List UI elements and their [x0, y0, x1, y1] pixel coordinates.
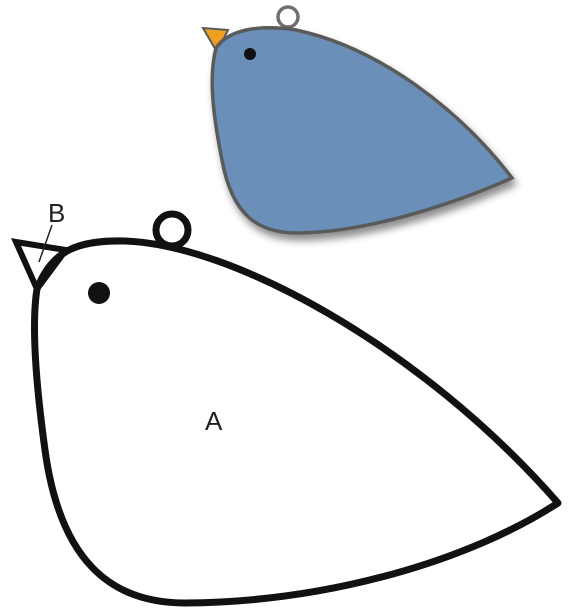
beak-leader-line: [38, 224, 53, 263]
pattern-hanging-loop: [152, 210, 192, 250]
blue-bird-ornament-icon: [201, 5, 515, 235]
pattern-beak: [10, 238, 72, 295]
pattern-eye: [88, 282, 110, 304]
pattern-body: [30, 237, 562, 607]
bird-pattern-outline-icon: B A: [10, 198, 562, 607]
label-a: A: [205, 406, 223, 436]
ornament-body: [210, 26, 515, 235]
ornament-hanging-loop: [276, 5, 300, 29]
label-b: B: [48, 198, 65, 228]
ornament-eye: [244, 48, 256, 60]
